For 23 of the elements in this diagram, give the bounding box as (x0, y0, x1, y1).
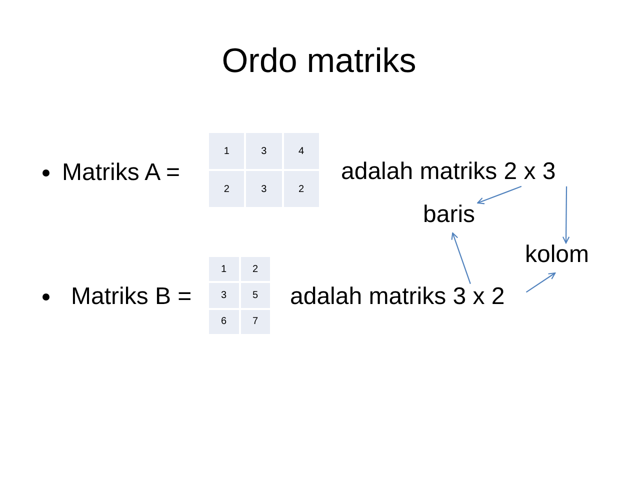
matrix-cell: 1 (208, 256, 240, 282)
matrix-cell: 2 (240, 256, 271, 282)
matrix-cell: 3 (208, 282, 240, 309)
term-text: kolom (525, 243, 590, 267)
term-text: baris (423, 203, 476, 227)
matrix-cell: 4 (282, 132, 320, 170)
matrix-cell: 1 (208, 132, 246, 170)
matrix-cell: 2 (208, 170, 246, 208)
arrow (477, 186, 522, 204)
slide-title: Ordo matriks (220, 44, 418, 78)
matrix-cell: 7 (240, 308, 271, 335)
arrow (562, 186, 570, 244)
matrix-cell: 2 (282, 170, 320, 208)
term-text: adalah matriks 3 x 2 (290, 285, 505, 309)
matrix-cell: 3 (245, 132, 283, 170)
arrow (451, 232, 471, 284)
arrow (526, 272, 556, 293)
matrix-cell: 3 (245, 170, 283, 208)
label-text: Matriks B = (71, 285, 192, 309)
label-text: Matriks A = (62, 161, 180, 185)
term-text: adalah matriks 2 x 3 (341, 160, 556, 184)
matrix-cell: 5 (240, 282, 271, 309)
matrix-cell: 6 (208, 308, 240, 335)
